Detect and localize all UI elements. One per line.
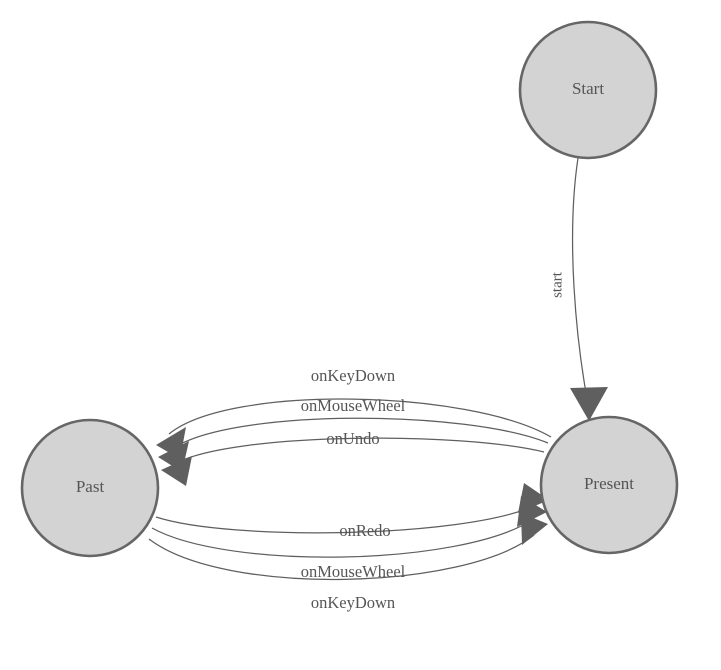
- node-present-label: Present: [584, 474, 634, 493]
- edge-past-to-present-onkeydown[interactable]: onKeyDown: [148, 513, 548, 612]
- node-present[interactable]: Present: [539, 415, 679, 555]
- edge-label-past-present-onredo: onRedo: [339, 521, 390, 540]
- edge-present-to-past-onundo[interactable]: onUndo: [161, 429, 545, 486]
- edge-label-present-past-onkeydown: onKeyDown: [311, 366, 395, 385]
- edge-label-start: start: [549, 271, 565, 298]
- arrow-head-into-past-lower: [161, 456, 192, 486]
- node-past[interactable]: Past: [20, 418, 160, 558]
- edge-label-past-present-onkeydown: onKeyDown: [311, 593, 395, 612]
- edge-label-past-present-onmousewheel: onMouseWheel: [301, 562, 406, 581]
- edge-past-to-present-onkeydown-path: [148, 534, 535, 581]
- edge-present-to-past-onmousewheel-path: [171, 417, 549, 450]
- node-past-label: Past: [76, 477, 105, 496]
- edge-start-to-present-path: [571, 157, 589, 405]
- node-start[interactable]: Start: [518, 20, 658, 160]
- edge-present-to-past-onkeydown-path: [168, 398, 552, 438]
- edge-past-to-present-onredo[interactable]: onRedo: [155, 483, 549, 540]
- edge-present-to-past-onundo-path: [175, 437, 545, 464]
- node-present-circle[interactable]: [539, 415, 679, 555]
- edge-past-to-present-onmousewheel-path: [151, 519, 533, 558]
- edge-label-present-past-onmousewheel: onMouseWheel: [301, 396, 406, 415]
- node-start-circle[interactable]: [518, 20, 658, 160]
- edge-past-to-present-onredo-path: [155, 505, 535, 534]
- edge-label-present-past-onundo: onUndo: [326, 429, 379, 448]
- arrow-head-into-present-lower: [521, 513, 548, 545]
- arrow-head-into-present-top: [570, 387, 608, 421]
- node-start-label: Start: [572, 79, 604, 98]
- node-past-circle[interactable]: [20, 418, 160, 558]
- edge-start-to-present[interactable]: start: [549, 157, 608, 421]
